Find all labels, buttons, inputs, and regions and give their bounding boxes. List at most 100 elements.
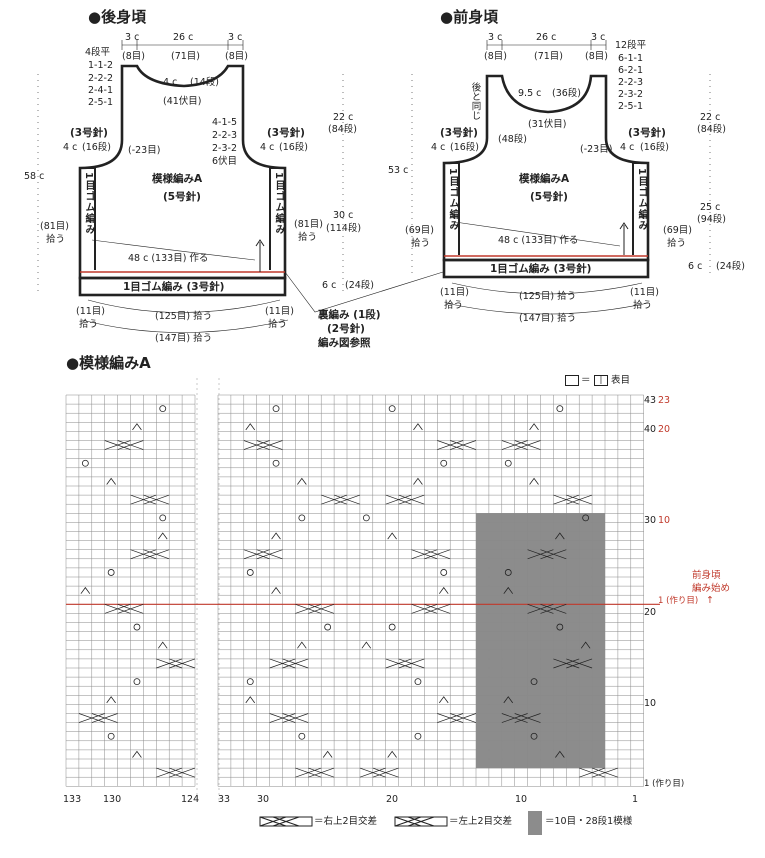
back-bl-pick: (11目) bbox=[76, 306, 106, 317]
cable-symbol bbox=[579, 767, 619, 778]
legend-empty-square bbox=[565, 375, 579, 386]
back-br-pick2: 拾う bbox=[268, 319, 288, 330]
back-sts-right: (8目) bbox=[225, 51, 248, 62]
front-right-pickup2: 拾う bbox=[667, 238, 687, 249]
back-arm-dec-0: 4-1-5 bbox=[212, 117, 237, 128]
yarn-over-symbol bbox=[440, 569, 448, 576]
decrease-symbol bbox=[503, 696, 514, 704]
yarn-over-symbol bbox=[414, 732, 422, 740]
decrease-symbol bbox=[271, 586, 281, 594]
row-label-43: 43 bbox=[644, 395, 657, 406]
front-sts-center: (71目) bbox=[534, 51, 564, 62]
front-h2-rows: (94段) bbox=[697, 214, 727, 225]
purl-note-1: (2号針) bbox=[327, 323, 365, 335]
back-title: ●後身頃 bbox=[88, 8, 147, 26]
yarn-over-symbol bbox=[133, 623, 141, 631]
row-alt-20: 20 bbox=[658, 424, 671, 435]
front-title: ●前身頃 bbox=[440, 8, 499, 26]
front-neck-dec-3: 2-2-3 bbox=[618, 77, 643, 88]
back-cast-on: 48 c (133目) 作る bbox=[128, 253, 209, 264]
cable-symbol bbox=[553, 658, 593, 669]
yarn-over-symbol bbox=[107, 732, 115, 740]
col-label-30: 30 bbox=[257, 794, 270, 805]
front-total-pick: (147目) 拾う bbox=[519, 313, 577, 324]
front-side-rib-right: 1目ゴム編み bbox=[636, 168, 647, 231]
back-dim-left: 3 c bbox=[125, 32, 140, 43]
row-label-30: 30 bbox=[644, 515, 657, 526]
yarn-over-symbol bbox=[159, 514, 167, 522]
key-right-cross: ＝右上2目交差 bbox=[314, 816, 378, 827]
yarn-over-symbol bbox=[324, 623, 332, 631]
front-same-as-back: 後と同じ bbox=[469, 82, 481, 120]
front-neck-bind: (31伏目) bbox=[528, 119, 567, 130]
bottom-start-label: 1 (作り目) bbox=[644, 779, 685, 789]
front-dim-center: 26 c bbox=[536, 32, 557, 43]
decrease-symbol bbox=[132, 423, 142, 431]
front-neck-dec-1: 6-1-1 bbox=[618, 53, 643, 64]
front-sts-right: (8目) bbox=[585, 51, 608, 62]
back-dec-note: (-23目) bbox=[128, 145, 161, 156]
cable-symbol bbox=[411, 603, 451, 614]
front-br-pick: (11目) bbox=[630, 287, 660, 298]
front-bm-pick: (125目) 拾う bbox=[519, 291, 577, 302]
col-label-133: 133 bbox=[63, 794, 82, 805]
cable-symbol bbox=[78, 713, 118, 723]
front-rib-left-needle: (3号針) bbox=[440, 127, 478, 139]
decrease-symbol bbox=[413, 423, 423, 431]
front-total-h: 53 c bbox=[388, 165, 409, 176]
yarn-over-symbol bbox=[298, 514, 306, 522]
front-left-pickup: (69目) bbox=[405, 225, 435, 236]
decrease-symbol bbox=[438, 696, 449, 704]
front-neck-rows: (36段) bbox=[552, 88, 582, 99]
back-bm-pick: (125目) 拾う bbox=[155, 311, 213, 322]
back-neck-bind: (41伏目) bbox=[163, 96, 202, 107]
front-arm-rows: (48段) bbox=[498, 134, 528, 145]
purl-note-2: 編み図参照 bbox=[318, 337, 371, 349]
yarn-over-symbol bbox=[504, 459, 512, 467]
front-dim-right: 3 c bbox=[591, 32, 606, 43]
decrease-symbol bbox=[132, 750, 142, 758]
decrease-symbol bbox=[555, 532, 565, 540]
yarn-over-symbol bbox=[272, 405, 280, 413]
legend-knit-square: | bbox=[594, 375, 608, 386]
front-rib-right-w: 4 c bbox=[620, 142, 635, 153]
yarn-over-symbol bbox=[362, 514, 370, 522]
front-h3: 6 c bbox=[688, 261, 703, 272]
back-left-pickup2: 拾う bbox=[46, 234, 66, 245]
purl-note-0: 裏編み (1段) bbox=[318, 309, 381, 321]
red-start-arrow: ↑ bbox=[706, 595, 714, 606]
yarn-over-symbol bbox=[107, 569, 115, 576]
cable-symbol bbox=[437, 713, 477, 723]
yarn-over-symbol bbox=[388, 405, 396, 413]
back-neck-dec-2: 2-2-2 bbox=[88, 73, 113, 84]
back-arm-dec-3: 6伏目 bbox=[212, 156, 238, 167]
cable-symbol bbox=[269, 713, 309, 723]
front-left-pickup2: 拾う bbox=[411, 238, 431, 249]
decrease-symbol bbox=[413, 477, 423, 485]
yarn-over-symbol bbox=[440, 459, 448, 467]
back-neck-depth: 4 c bbox=[163, 77, 178, 88]
cable-symbol bbox=[295, 603, 335, 614]
back-rib-right-w: 4 c bbox=[260, 142, 275, 153]
decrease-symbol bbox=[106, 696, 116, 704]
decrease-symbol bbox=[245, 696, 256, 704]
yarn-over-symbol bbox=[246, 569, 254, 576]
cable-symbol bbox=[321, 494, 361, 505]
decrease-symbol bbox=[555, 750, 565, 758]
front-neck-dec-4: 2-3-2 bbox=[618, 89, 643, 100]
front-pattern-label: 模様編みA bbox=[519, 173, 570, 185]
decrease-symbol bbox=[529, 423, 539, 431]
cable-symbol bbox=[130, 494, 170, 505]
front-rib-left-w: 4 c bbox=[431, 142, 446, 153]
cable-symbol bbox=[411, 549, 451, 560]
back-rib-left-w: 4 c bbox=[63, 142, 78, 153]
back-pattern-needle: (5号針) bbox=[163, 191, 201, 203]
cable-symbol bbox=[359, 767, 399, 778]
back-h1-rows: (84段) bbox=[328, 124, 358, 135]
front-h1: 22 c bbox=[700, 112, 721, 123]
front-bl-pick: (11目) bbox=[440, 287, 470, 298]
yarn-over-symbol bbox=[388, 623, 396, 631]
yarn-over-symbol bbox=[504, 569, 512, 576]
yarn-over-symbol bbox=[81, 459, 89, 467]
decrease-symbol bbox=[80, 586, 91, 594]
